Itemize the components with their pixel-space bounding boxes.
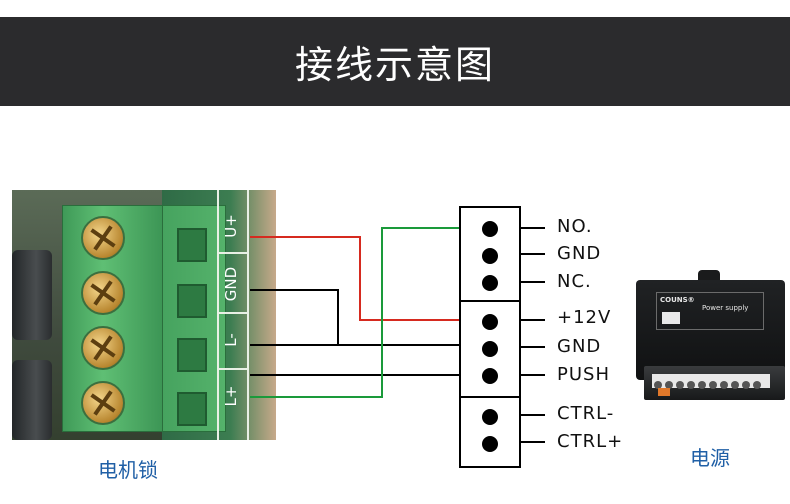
top-margin (0, 0, 790, 17)
terminal-dot (482, 436, 498, 452)
terminal-slot (177, 392, 207, 426)
label-no: NO. (557, 216, 593, 237)
label-nc: NC. (557, 271, 592, 292)
header-banner: 接线示意图 (0, 17, 790, 106)
psu-fuse (658, 388, 670, 396)
terminal-dot (482, 275, 498, 291)
terminal-dot (482, 341, 498, 357)
black-wire-gnd (250, 289, 459, 346)
screw-icon (81, 216, 125, 260)
terminal-slot (177, 228, 207, 262)
label-gnd-1: GND (557, 243, 602, 264)
terminal-dot (482, 409, 498, 425)
terminal-slot (177, 284, 207, 318)
terminal-header (162, 205, 226, 432)
label-gnd-2: GND (557, 336, 602, 357)
motor-lock-photo: U+ GND L- L+ (12, 190, 276, 440)
power-caption: 电源 (690, 446, 730, 470)
connector-block-relay (459, 206, 521, 302)
screw-icon (81, 326, 125, 370)
red-wire (250, 236, 459, 321)
terminal-dot (482, 368, 498, 384)
power-supply-unit: COUNS® Power supply (636, 270, 785, 410)
label-ctrl-minus: CTRL- (557, 403, 615, 424)
silkscreen-divider (217, 252, 247, 254)
psu-model: Power supply (702, 304, 749, 312)
connector-block-power (459, 300, 521, 398)
silkscreen-divider (217, 368, 247, 370)
terminal-dot (482, 248, 498, 264)
silkscreen-divider (217, 312, 247, 314)
label-12v: +12V (557, 307, 612, 328)
psu-brand: COUNS® (660, 296, 695, 304)
connector-block-control (459, 396, 521, 468)
silkscreen-outline (217, 190, 249, 440)
psu-terminal-strip (652, 374, 770, 389)
label-ctrl-plus: CTRL+ (557, 431, 624, 452)
terminal-dot (482, 314, 498, 330)
psu-logo (662, 312, 680, 324)
psu-housing (636, 280, 785, 380)
terminal-slot (177, 338, 207, 372)
lock-caption: 电机锁 (98, 458, 158, 482)
screw-icon (81, 381, 125, 425)
capacitor (12, 250, 52, 340)
screw-icon (81, 271, 125, 315)
label-push: PUSH (557, 364, 610, 385)
psu-label-panel (656, 292, 764, 330)
page-title: 接线示意图 (294, 43, 495, 87)
green-wire (250, 227, 459, 398)
terminal-block (62, 205, 164, 432)
terminal-dot (482, 221, 498, 237)
capacitor (12, 360, 52, 440)
